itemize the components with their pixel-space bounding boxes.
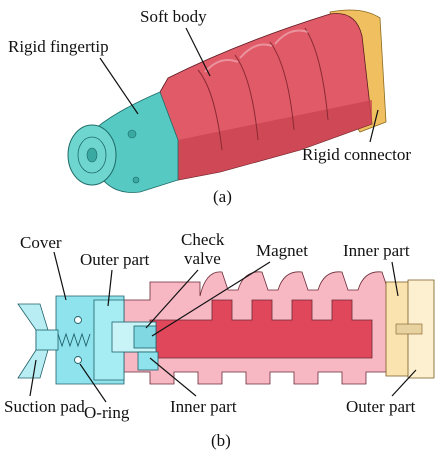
fingertip-screw — [127, 129, 137, 139]
magnet-shape — [133, 325, 157, 349]
leader-outer-part-right — [391, 369, 417, 397]
soft-body-bump — [274, 29, 309, 45]
gripper-cross-section — [17, 271, 435, 385]
soft-body-bump — [239, 43, 273, 59]
connector-screw — [395, 323, 423, 335]
leader-soft-body — [185, 27, 211, 77]
label-check-valve-2: valve — [184, 249, 221, 268]
label-outer-part-right: Outer part — [346, 397, 416, 416]
leader-rigid-fingertip — [99, 57, 139, 115]
leader-magnet — [151, 261, 271, 337]
label-inner-part-right: Inner part — [343, 241, 410, 260]
leader-suction-pad — [29, 359, 37, 397]
label-check-valve-1: Check — [181, 230, 225, 249]
label-o-ring: O-ring — [84, 403, 130, 422]
label-suction-pad: Suction pad — [4, 397, 85, 416]
o-ring-bottom — [74, 356, 82, 364]
soft-body-ridge — [197, 69, 223, 151]
label-soft-body: Soft body — [140, 7, 207, 26]
suction-stem — [35, 329, 59, 351]
soft-body-ridge — [234, 54, 259, 141]
leader-inner-part-bottom — [149, 357, 197, 397]
spring-shape — [57, 332, 91, 348]
label-magnet: Magnet — [256, 241, 308, 260]
o-ring-top — [74, 316, 82, 324]
caption-b: (b) — [211, 431, 231, 450]
label-cover: Cover — [20, 233, 62, 252]
leader-o-ring — [79, 363, 107, 403]
inner-part-bottom-shape — [137, 351, 159, 371]
soft-body-ridge — [269, 41, 295, 131]
leader-inner-part-right — [391, 261, 399, 297]
soft-body-bump — [204, 59, 239, 73]
leader-check-valve — [145, 269, 199, 329]
leader-cover — [53, 251, 67, 301]
label-outer-part-left: Outer part — [80, 250, 150, 269]
gripper-3d-view — [67, 9, 387, 193]
soft-body-underside — [178, 100, 372, 180]
soft-body-ridge — [304, 27, 329, 121]
inner-red-chamber — [149, 299, 373, 359]
leader-outer-part-left — [107, 269, 113, 307]
caption-a: (a) — [213, 187, 232, 206]
leader-rigid-connector — [369, 109, 379, 143]
suction-face-inner — [77, 136, 107, 174]
label-inner-part-bottom: Inner part — [170, 397, 237, 416]
suction-face-core — [86, 147, 98, 163]
fingertip-screw — [132, 176, 140, 184]
label-rigid-connector: Rigid connector — [302, 145, 411, 164]
rigid-fingertip-shape — [95, 91, 179, 193]
label-rigid-fingertip: Rigid fingertip — [8, 37, 109, 56]
